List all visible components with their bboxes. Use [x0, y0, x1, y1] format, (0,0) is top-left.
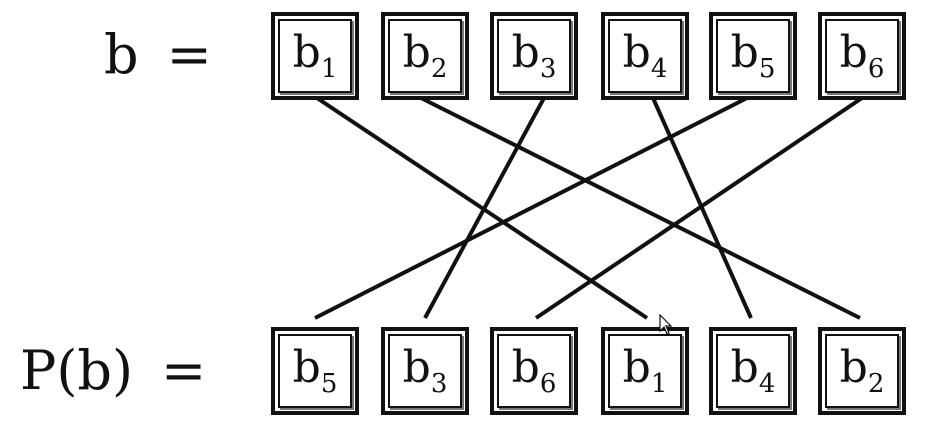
variable-base: b [511, 26, 540, 78]
variable-base: b [730, 26, 759, 78]
top-row-cell-frame: b3 [497, 19, 571, 93]
bottom-var-text: P(b) [20, 339, 134, 402]
top-row-cell-label: b2 [403, 30, 448, 84]
bottom-equals-sign: = [161, 339, 207, 402]
bottom-row-cell-label: b6 [512, 345, 557, 399]
top-row-cell-4: b4 [601, 12, 689, 100]
mapping-line-b5-to-position-1 [314, 96, 748, 320]
variable-subscript: 1 [320, 53, 338, 84]
top-row-cell-label: b1 [293, 30, 338, 84]
bottom-row-cell-frame: b5 [278, 334, 352, 408]
bottom-row-cell-label: b5 [293, 345, 338, 399]
variable-base: b [402, 26, 431, 78]
variable-subscript: 6 [539, 368, 557, 399]
variable-subscript: 1 [650, 368, 668, 399]
variable-base: b [292, 26, 321, 78]
mapping-line-b1-to-position-4 [315, 96, 649, 320]
top-row-cell-1: b1 [271, 12, 359, 100]
variable-base: b [730, 341, 759, 393]
variable-subscript: 6 [867, 53, 885, 84]
variable-base: b [839, 26, 868, 78]
top-row-cell-frame: b5 [716, 19, 790, 93]
variable-subscript: 4 [758, 368, 776, 399]
bottom-row-cell-6: b2 [818, 327, 906, 415]
top-row-cell-label: b6 [840, 30, 885, 84]
top-row-cell-frame: b2 [388, 19, 462, 93]
bottom-row-cell-label: b1 [623, 345, 668, 399]
bottom-row-cell-label: b4 [731, 345, 776, 399]
top-equals-sign: = [166, 23, 212, 86]
top-row-cell-5: b5 [709, 12, 797, 100]
bottom-row-cell-4: b1 [601, 327, 689, 415]
bottom-row-cell-1: b5 [271, 327, 359, 415]
variable-base: b [292, 341, 321, 393]
top-row-cell-label: b5 [731, 30, 776, 84]
top-row-cell-frame: b1 [278, 19, 352, 93]
bottom-row-cell-5: b4 [709, 327, 797, 415]
top-row-cell-frame: b4 [608, 19, 682, 93]
top-var-text: b [104, 23, 139, 86]
variable-base: b [622, 26, 651, 78]
top-row-cell-label: b3 [512, 30, 557, 84]
mapping-line-b2-to-position-6 [420, 96, 861, 320]
bottom-row-cell-2: b3 [381, 327, 469, 415]
variable-base: b [622, 341, 651, 393]
bottom-row-cell-frame: b1 [608, 334, 682, 408]
mapping-line-b6-to-position-3 [534, 96, 864, 320]
top-row-cell-2: b2 [381, 12, 469, 100]
variable-subscript: 3 [430, 368, 448, 399]
mouse-pointer-icon [659, 314, 673, 335]
bottom-row-cell-label: b2 [840, 345, 885, 399]
variable-subscript: 3 [539, 53, 557, 84]
bottom-row-cell-frame: b3 [388, 334, 462, 408]
top-row-cell-label: b4 [623, 30, 668, 84]
variable-base: b [839, 341, 868, 393]
variable-subscript: 5 [320, 368, 338, 399]
variable-subscript: 4 [650, 53, 668, 84]
variable-subscript: 5 [758, 53, 776, 84]
variable-subscript: 2 [867, 368, 885, 399]
top-row-cell-frame: b6 [825, 19, 899, 93]
bottom-row-cell-label: b3 [403, 345, 448, 399]
top-row-label: b= [104, 28, 212, 82]
variable-subscript: 2 [430, 53, 448, 84]
variable-base: b [511, 341, 540, 393]
bottom-row-label: P(b)= [20, 344, 206, 398]
bottom-row-cell-frame: b2 [825, 334, 899, 408]
variable-base: b [402, 341, 431, 393]
top-row-cell-3: b3 [490, 12, 578, 100]
bottom-row-cell-frame: b4 [716, 334, 790, 408]
mapping-line-b3-to-position-2 [423, 97, 546, 319]
bottom-row-cell-3: b6 [490, 327, 578, 415]
bottom-row-cell-frame: b6 [497, 334, 571, 408]
top-row-cell-6: b6 [818, 12, 906, 100]
